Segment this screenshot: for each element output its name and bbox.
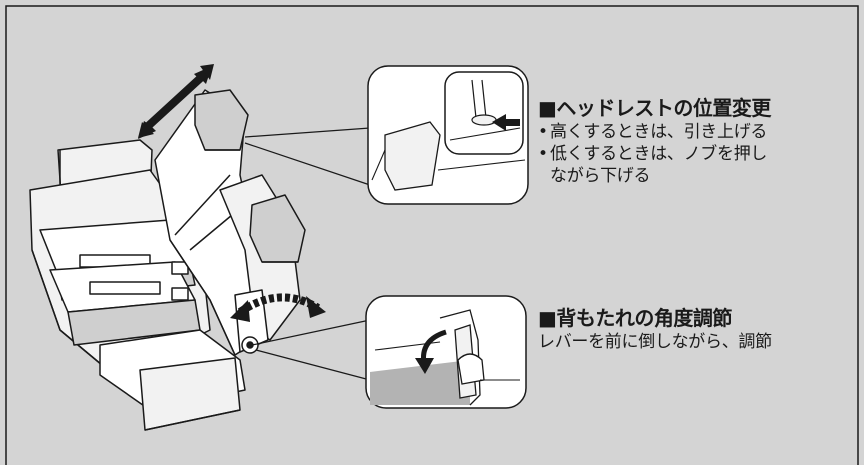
push-arrow-icon — [492, 114, 520, 131]
curved-arrow-icon — [415, 329, 447, 374]
recline-title: ■背もたれの角度調節 — [538, 306, 732, 330]
headrest-item-lower-cont: ながら下げる — [550, 166, 651, 186]
recline-caption: ■背もたれの角度調節 レバーを前に倒しながら、調節 — [538, 302, 772, 353]
headrest-caption: ■ヘッドレストの位置変更 • 高くするときは、引き上げる • 低くするときは、ノ… — [538, 92, 771, 187]
rotate-arrow-icon — [230, 293, 326, 322]
headrest-callout — [367, 65, 529, 205]
headrest-item-raise: • 高くするときは、引き上げる — [538, 122, 768, 142]
frame-border — [5, 5, 859, 465]
seat-row — [29, 89, 306, 431]
headrest-title: ■ヘッドレストの位置変更 — [538, 96, 771, 120]
headrest-item-lower: • 低くするときは、ノブを押し — [538, 144, 768, 164]
leader-lines — [244, 127, 371, 381]
recline-description: レバーを前に倒しながら、調節 — [538, 332, 772, 352]
recline-callout — [365, 295, 527, 409]
double-arrow-icon — [138, 64, 214, 139]
